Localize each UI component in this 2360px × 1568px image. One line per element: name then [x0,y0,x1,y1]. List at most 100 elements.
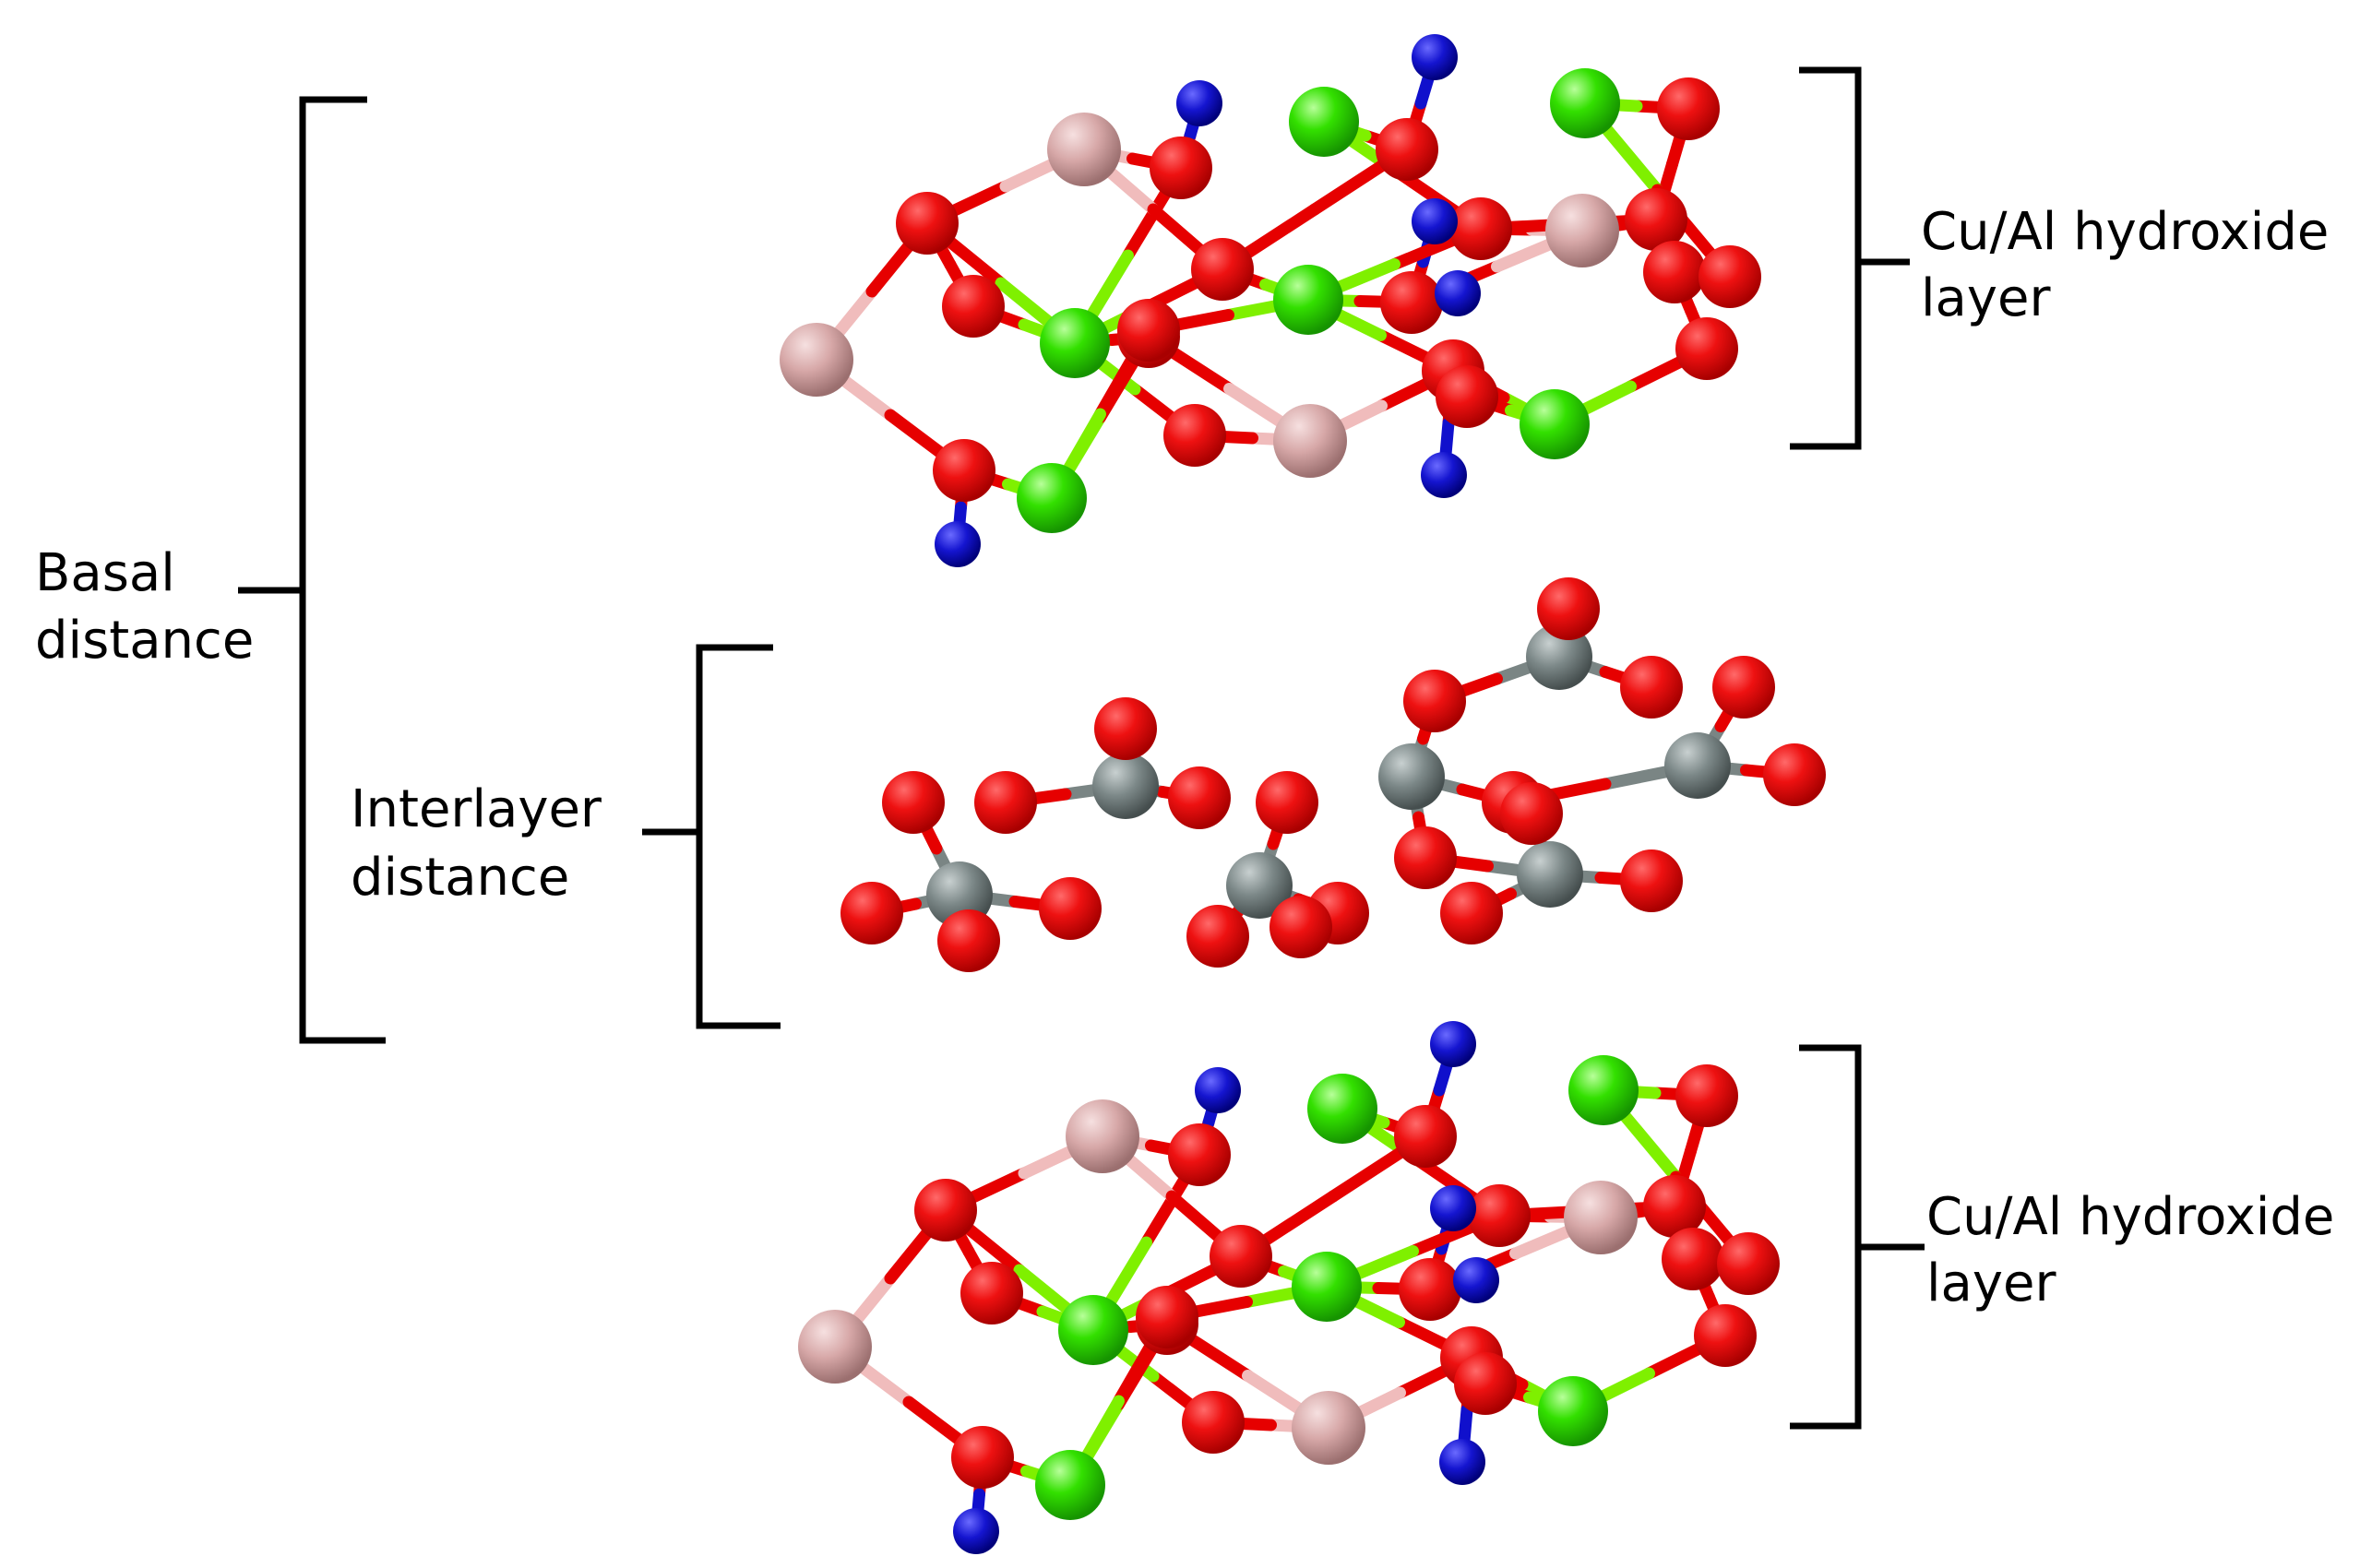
aluminium-atom [1564,1181,1638,1254]
oxygen-atom [933,439,995,502]
aluminium-atom [1066,1099,1139,1173]
oxygen-atom [1712,656,1775,719]
hydrogen-atom [1195,1067,1241,1113]
oxygen-atom [1657,77,1720,140]
oxygen-atom [1449,197,1512,260]
oxygen-atom [1094,697,1157,760]
copper-atom [1568,1055,1639,1125]
bottom-layer-label-line2: layer [1926,1253,2056,1313]
copper-atom [1273,265,1343,335]
bottom-layer-atoms [798,1021,1780,1554]
copper-atom [1307,1074,1377,1144]
copper-atom [1520,389,1590,459]
oxygen-atom [1117,299,1180,362]
oxygen-atom [1186,905,1249,968]
oxygen-atom [1039,877,1102,940]
oxygen-atom [1537,577,1600,640]
hydrogen-atom [1439,1439,1485,1485]
aluminium-atom [1545,194,1619,267]
top-layer-label-line1: Cu/Al hydroxide [1921,202,2329,262]
oxygen-atom [1694,1304,1757,1367]
hydrogen-atom [1412,198,1458,244]
hydrogen-atom [1435,270,1481,316]
oxygen-atom [1168,766,1231,829]
bottom-hydroxide-layer [798,1021,1780,1554]
oxygen-atom [1163,404,1226,467]
interlayer-bracket-line [696,644,781,1029]
top-layer-bracket [1790,66,1910,450]
copper-atom [1017,463,1087,533]
interlayer-distance-label-line2: distance [351,848,569,908]
oxygen-atom [1210,1225,1272,1288]
oxygen-atom [840,882,903,944]
hydrogen-atom [1176,80,1222,126]
interlayer-distance-bracket [642,644,781,1029]
oxygen-atom [1717,1232,1780,1295]
oxygen-atom [1191,238,1254,301]
oxygen-atom [1763,743,1826,806]
bottom-layer-bracket-line [1790,1044,1862,1430]
hydrogen-atom [1412,34,1458,80]
oxygen-atom [1643,241,1706,303]
hydrogen-atom [953,1508,999,1554]
oxygen-atom [1403,670,1466,732]
top-hydroxide-layer [780,34,1761,567]
oxygen-atom [974,771,1037,834]
copper-atom [1292,1252,1362,1322]
oxygen-atom [1150,137,1212,199]
oxygen-atom [1182,1391,1245,1454]
oxygen-atom [1620,849,1683,912]
copper-atom [1538,1376,1608,1446]
aluminium-atom [1273,404,1347,478]
carbon-atom [1226,852,1293,919]
hydrogen-atom [1453,1257,1499,1303]
hydrogen-atom [935,521,981,567]
carbon-atom [1378,743,1445,810]
top-layer-bracket-line [1790,66,1862,450]
carbon-atom [1092,753,1159,819]
oxygen-atom [1380,271,1443,334]
interlayer-carbonate-layer [840,577,1826,972]
top-layer-label-line2: layer [1921,268,2051,328]
basal-distance-label-line2: distance [35,611,254,671]
carbon-atom [1664,732,1731,799]
hydrogen-atom [1430,1185,1476,1231]
oxygen-atom [1136,1286,1198,1348]
copper-atom [1035,1450,1105,1520]
oxygen-atom [1625,188,1687,251]
carbon-atom [1517,841,1583,908]
aluminium-atom [798,1310,872,1384]
hydrogen-atom [1430,1021,1476,1067]
oxygen-atom [937,909,1000,972]
oxygen-atom [951,1426,1014,1489]
oxygen-atom [942,275,1005,338]
interlayer-atoms [840,577,1826,972]
aluminium-atom [1047,113,1121,186]
oxygen-atom [1675,317,1738,380]
oxygen-atom [1269,896,1332,958]
oxygen-atom [960,1262,1023,1324]
oxygen-atom [1256,771,1318,834]
oxygen-atom [1643,1175,1706,1238]
oxygen-atom [1500,782,1563,845]
carbon-atom [1526,624,1592,690]
oxygen-atom [882,771,945,834]
aluminium-atom [780,323,853,397]
copper-atom [1040,308,1110,378]
aluminium-atom [1292,1391,1365,1465]
oxygen-atom [1468,1184,1531,1247]
hydrogen-atom [1421,452,1467,498]
interlayer-distance-label-line1: Interlayer [351,779,602,839]
basal-distance-bracket [238,96,386,1044]
oxygen-atom [1394,826,1457,889]
oxygen-atom [896,192,959,255]
copper-atom [1289,87,1359,157]
basal-bracket-line [299,96,386,1044]
oxygen-atom [1620,656,1683,719]
oxygen-atom [1376,118,1438,181]
basal-distance-label-line1: Basal [35,543,175,603]
oxygen-atom [1436,365,1498,428]
oxygen-atom [1440,882,1503,944]
bottom-layer-label-line1: Cu/Al hydroxide [1926,1187,2334,1247]
